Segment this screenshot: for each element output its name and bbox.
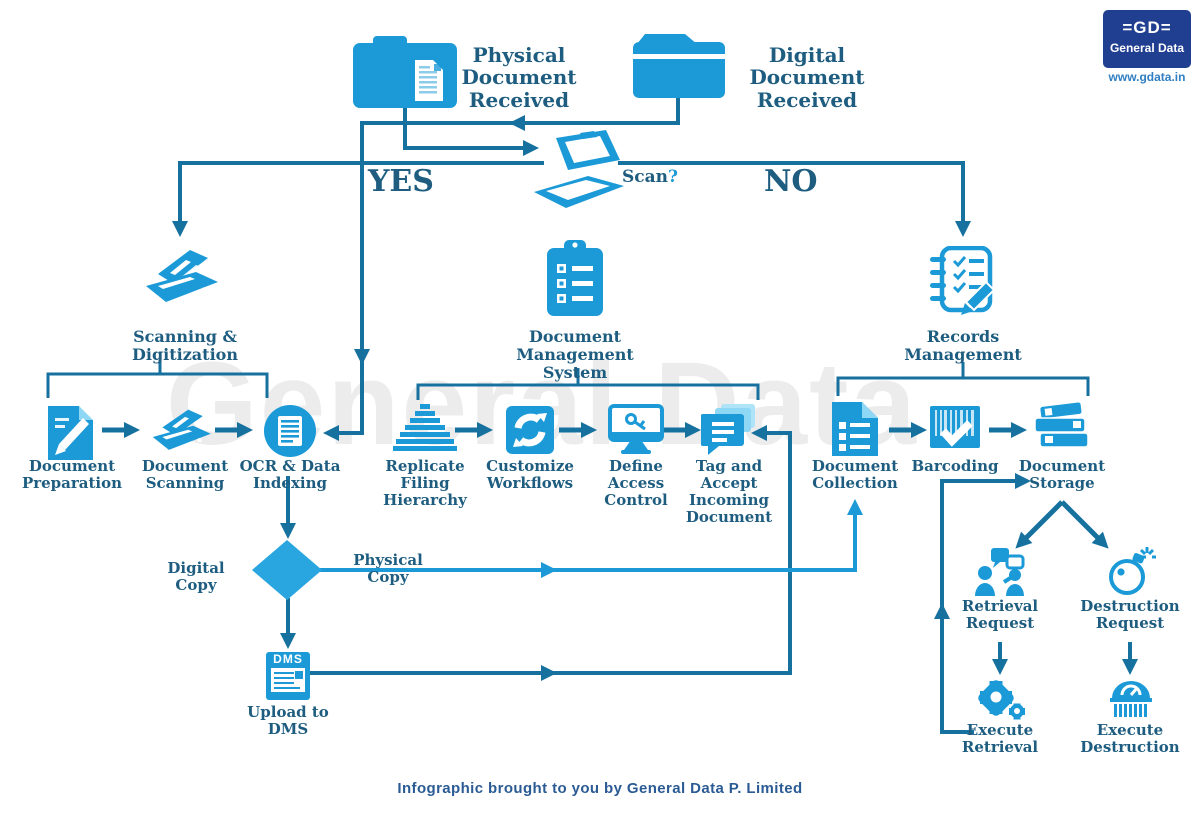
customize-workflows-icon (506, 406, 554, 454)
upload-dms-icon: DMS (266, 652, 310, 700)
retrieval-request-label: Retrieval Request (961, 597, 1039, 632)
records-management-icon (930, 246, 996, 315)
yes-label: YES (368, 164, 434, 199)
tag-accept-incoming-document-label: Tag and Accept Incoming Document (685, 457, 773, 526)
no-label: NO (764, 164, 818, 199)
customize-workflows-label: Customize Workflows (486, 457, 574, 492)
digital-copy-label: Digital Copy (167, 559, 225, 594)
copy-type-decision-diamond (252, 540, 322, 600)
barcoding-label: Barcoding (911, 457, 999, 475)
physical-document-label: Physical Document Received (461, 43, 577, 112)
destruction-request-icon (1109, 547, 1156, 595)
digital-document-label: Digital Document Received (749, 43, 865, 112)
retrieval-request-icon (975, 548, 1025, 596)
scan-question-mark: ? (668, 167, 678, 187)
document-collection-label: Document Collection (811, 457, 899, 492)
scan-decision-icon (534, 130, 624, 208)
document-storage-label: Document Storage (1018, 457, 1106, 492)
execute-retrieval-icon (978, 680, 1025, 720)
document-collection-icon (832, 402, 878, 456)
logo-monogram: =GD= (1122, 18, 1172, 37)
ocr-data-indexing-icon (264, 405, 316, 457)
dms-box-text: DMS (273, 652, 303, 666)
scan-question-label: Scan? (622, 167, 678, 187)
ocr-data-indexing-label: OCR & Data Indexing (239, 457, 341, 492)
scanning-digitization-icon (146, 250, 218, 302)
replicate-filing-hierarchy-icon (393, 404, 457, 451)
scanning-digitization-label: Scanning & Digitization (132, 327, 238, 365)
execute-destruction-label: Execute Destruction (1080, 721, 1180, 756)
physical-folder-icon (353, 36, 457, 108)
define-access-control-label: Define Access Control (604, 457, 668, 509)
upload-to-dms-label: Upload to DMS (247, 703, 329, 738)
document-storage-icon (1034, 402, 1089, 448)
general-data-logo: =GD= General Data www.gdata.in (1101, 10, 1193, 84)
records-management-label: Records Management (904, 327, 1022, 365)
replicate-filing-hierarchy-label: Replicate Filing Hierarchy (383, 457, 467, 509)
footer-credit: Infographic brought to you by General Da… (397, 780, 803, 797)
digital-folder-icon (633, 34, 725, 98)
barcoding-icon (930, 406, 980, 448)
document-preparation-icon (48, 406, 93, 460)
logo-box: =GD= General Data (1103, 10, 1191, 68)
logo-name: General Data (1109, 41, 1185, 55)
logo-website-link[interactable]: www.gdata.in (1108, 70, 1186, 84)
tag-accept-incoming-document-icon (701, 404, 755, 455)
execute-destruction-icon (1110, 681, 1152, 717)
document-management-system-label: Document Management System (516, 327, 634, 383)
document-management-system-icon (547, 240, 603, 316)
execute-retrieval-label: Execute Retrieval (961, 721, 1039, 756)
document-preparation-label: Document Preparation (21, 457, 123, 492)
physical-copy-label: Physical Copy (353, 551, 423, 586)
document-scanning-icon (152, 409, 211, 450)
destruction-request-label: Destruction Request (1080, 597, 1180, 632)
scan-word: Scan (622, 167, 669, 187)
document-scanning-label: Document Scanning (141, 457, 229, 492)
dms-screen (271, 668, 305, 692)
define-access-control-icon (608, 404, 664, 454)
